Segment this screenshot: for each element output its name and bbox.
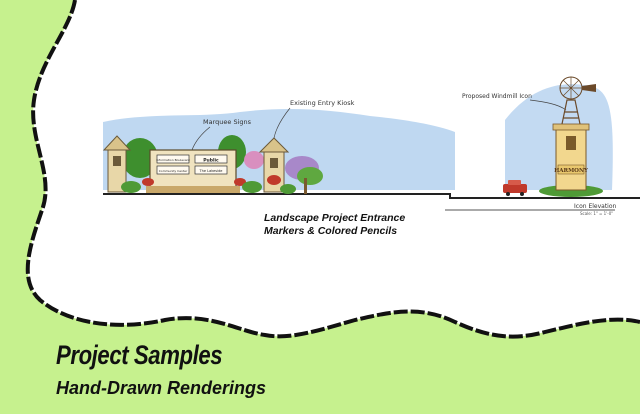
shrub-3: [280, 184, 296, 194]
page-subtitle: Hand-Drawn Renderings: [56, 378, 267, 398]
caption-line-2: Markers & Colored Pencils: [264, 225, 398, 237]
label-windmill: Proposed Windmill Icon: [462, 93, 532, 100]
windmill-shrubs: [539, 185, 603, 197]
sign-left-mid: [156, 165, 190, 175]
label-marquee: Marquee Signs: [203, 118, 252, 126]
planter-1: [142, 178, 154, 186]
kiosk-tower-roof: [258, 137, 290, 153]
left-tower-roof: [102, 135, 132, 151]
car-wheel-1: [506, 192, 510, 196]
sign-left-top-text: Information Boulevard: [156, 158, 190, 162]
windmill-blades: [560, 77, 582, 99]
windmill-window: [566, 136, 576, 150]
tree-pink: [244, 151, 264, 169]
windmill-vane: [582, 84, 596, 92]
sign-left-mid-text: Community Center: [159, 169, 188, 173]
kiosk-tower-window: [270, 158, 278, 168]
sign-right-top: [194, 154, 228, 164]
label-kiosk: Existing Entry Kiosk: [290, 99, 355, 107]
caption-line-1: Landscape Project Entrance: [264, 212, 406, 224]
red-car-top: [508, 180, 521, 185]
leader-marquee: [191, 126, 211, 151]
shrub-2: [242, 181, 262, 193]
page-title: Project Samples: [56, 340, 223, 370]
red-car: [503, 184, 527, 193]
windmill-frame: [561, 99, 581, 125]
left-tower-window: [113, 156, 121, 166]
ground-line: [103, 193, 640, 199]
shrub-1: [121, 181, 141, 193]
tree-trunk: [304, 178, 307, 194]
windmill-sign-panel: [557, 164, 585, 175]
tree-green-3: [297, 167, 323, 185]
sign-right-mid: [194, 165, 228, 175]
windmill-sign-text: HARMONY: [554, 168, 588, 174]
kiosk-planter: [267, 175, 281, 185]
marquee-base: [146, 186, 240, 193]
sign-left-top: [156, 154, 190, 164]
leader-windmill: [529, 99, 567, 111]
dashed-border: [25, 0, 640, 339]
tree-green-1: [122, 138, 158, 178]
leader-kiosk: [273, 107, 291, 139]
label-scale: Scale: 1" = 1'-0": [580, 211, 613, 216]
sign-right-top-text: Public: [203, 158, 219, 164]
windmill-cap: [552, 123, 590, 131]
planter-2: [234, 178, 246, 186]
sign-right-mid-text: The Lakeside: [199, 169, 223, 173]
car-wheel-2: [520, 192, 524, 196]
label-elevation: Icon Elevation: [574, 203, 617, 210]
